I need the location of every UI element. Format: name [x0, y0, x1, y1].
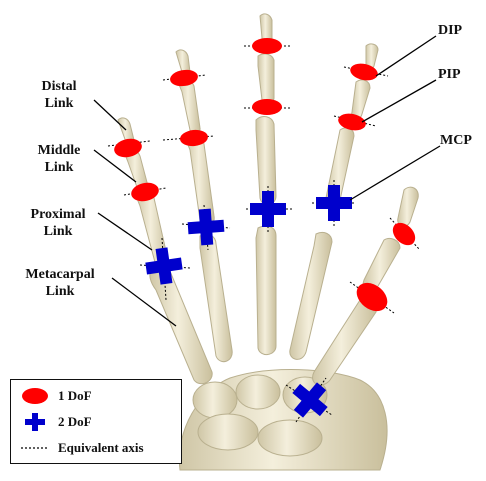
legend-two-dof-text: 2 DoF — [58, 414, 92, 430]
dashed-line-icon — [19, 439, 51, 457]
metacarpal-link-label-line2: Link — [8, 283, 112, 300]
dip-leader — [376, 36, 436, 76]
blue-cross-icon — [19, 413, 51, 431]
pip-label: PIP — [438, 66, 461, 83]
legend-row-two-dof: 2 DoF — [11, 411, 181, 433]
distal-link-label-line1: Distal — [26, 78, 92, 95]
middle-mcp-joint — [250, 191, 286, 227]
index-metacarpal — [290, 232, 332, 359]
ring-dip-joint — [169, 68, 199, 88]
carpal-bone — [258, 420, 322, 456]
middle-middle — [258, 54, 274, 104]
middle-link-label-line2: Link — [26, 159, 92, 176]
middle-link-label: Middle Link — [26, 142, 92, 176]
distal-link-leader — [94, 100, 126, 130]
legend-one-dof-text: 1 DoF — [58, 388, 92, 404]
carpal-bone — [198, 414, 258, 450]
middle-dip-joint — [252, 38, 282, 54]
ring-metacarpal — [200, 234, 232, 361]
distal-link-label: Distal Link — [26, 78, 92, 112]
metacarpal-link-label: Metacarpal Link — [8, 266, 112, 300]
dip-label: DIP — [438, 22, 462, 39]
thumb-metacarpal — [313, 299, 377, 385]
pinky-metacarpal — [150, 268, 212, 384]
carpal-bone — [236, 375, 280, 409]
index-middle — [352, 80, 370, 119]
pip-leader — [362, 80, 436, 122]
index-mcp-joint — [316, 185, 352, 221]
mcp-label: MCP — [440, 132, 472, 149]
pinky-mcp-joint — [144, 246, 185, 287]
legend-row-axis: Equivalent axis — [11, 437, 181, 459]
carpal-bone — [193, 382, 237, 418]
middle-link-label-line1: Middle — [26, 142, 92, 159]
thumb-distal — [398, 187, 419, 226]
ring-middle — [178, 80, 200, 134]
middle-metacarpal — [256, 226, 276, 355]
proximal-link-label-line2: Link — [18, 223, 98, 240]
ring-mcp-joint — [187, 208, 225, 246]
distal-link-label-line2: Link — [26, 95, 92, 112]
legend-row-one-dof: 1 DoF — [11, 385, 181, 407]
red-ellipse-icon — [19, 387, 51, 405]
middle-pip-joint — [252, 99, 282, 115]
legend: 1 DoF 2 DoF Equivalent axis — [10, 379, 182, 464]
legend-axis-text: Equivalent axis — [58, 440, 144, 456]
metacarpal-link-label-line1: Metacarpal — [8, 266, 112, 283]
mcp-leader — [350, 146, 440, 200]
proximal-link-label-line1: Proximal — [18, 206, 98, 223]
pinky-pip-joint — [129, 180, 160, 203]
proximal-link-label: Proximal Link — [18, 206, 98, 240]
